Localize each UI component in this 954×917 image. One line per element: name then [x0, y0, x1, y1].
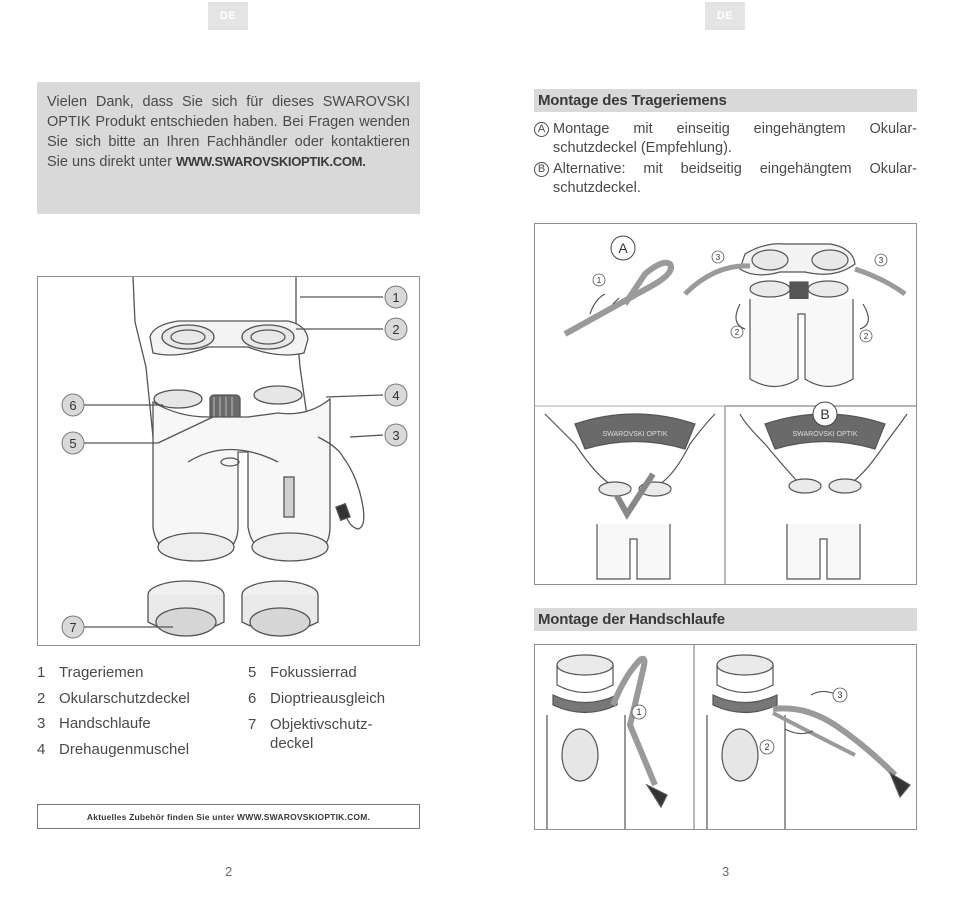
step-num-2: 2 [735, 328, 740, 337]
accessories-notice: Aktuelles Zubehör finden Sie unter WWW.S… [37, 804, 420, 829]
strap-steps: A Montage mit einseitig eingehängtem Oku… [534, 120, 917, 200]
language-tab: DE [208, 2, 248, 30]
callout-1: 1 [392, 290, 399, 305]
hand-strap-figure: 1 2 3 [534, 644, 917, 830]
callout-5: 5 [69, 436, 76, 451]
step-letter: B [534, 162, 549, 177]
callout-7: 7 [69, 620, 76, 635]
step-item: B Alternative: mit beidseitig eingehängt… [534, 160, 917, 198]
hand-step-1: 1 [636, 707, 641, 717]
language-tab: DE [705, 2, 745, 30]
step-num-3: 3 [716, 253, 721, 262]
step-item: A Montage mit einseitig eingehängtem Oku… [534, 120, 917, 158]
hand-step-2: 2 [764, 742, 769, 752]
binocular-overview-figure: 1 2 3 4 5 6 7 [37, 276, 420, 646]
callout-3: 3 [392, 428, 399, 443]
step-num-1: 1 [597, 276, 602, 285]
binocular-illustration: 1 2 3 4 5 6 7 [38, 277, 419, 645]
page-number-right: 3 [722, 864, 729, 879]
intro-notice: Vielen Dank, dass Sie sich für dieses SW… [37, 82, 420, 214]
strap-brand-text: SWAROVSKI OPTIK [602, 431, 667, 438]
callout-4: 4 [392, 388, 399, 403]
section-heading-hand-strap: Montage der Handschlaufe [534, 608, 917, 631]
website-link[interactable]: WWW.SWAROVSKIOPTIK.COM. [176, 154, 366, 169]
step-letter: A [534, 122, 549, 137]
step-num-3: 3 [879, 256, 884, 265]
panel-label-a: A [618, 240, 628, 256]
strap-mounting-illustration: SWAROVSKI OPTIK SWAROVSKI OPTIK A B 1 3 … [535, 224, 916, 584]
strap-mounting-figure: SWAROVSKI OPTIK SWAROVSKI OPTIK A B 1 3 … [534, 223, 917, 585]
neck-strap-left [133, 277, 153, 437]
callout-2: 2 [392, 322, 399, 337]
hand-strap-illustration: 1 2 3 [535, 645, 916, 829]
hand-step-3: 3 [837, 690, 842, 700]
step-num-2: 2 [864, 332, 869, 341]
callout-6: 6 [69, 398, 76, 413]
section-heading-strap: Montage des Trageriemens [534, 89, 917, 112]
panel-label-b: B [820, 406, 829, 422]
strap-brand-text: SWAROVSKI OPTIK [792, 431, 857, 438]
page-number-left: 2 [225, 864, 232, 879]
